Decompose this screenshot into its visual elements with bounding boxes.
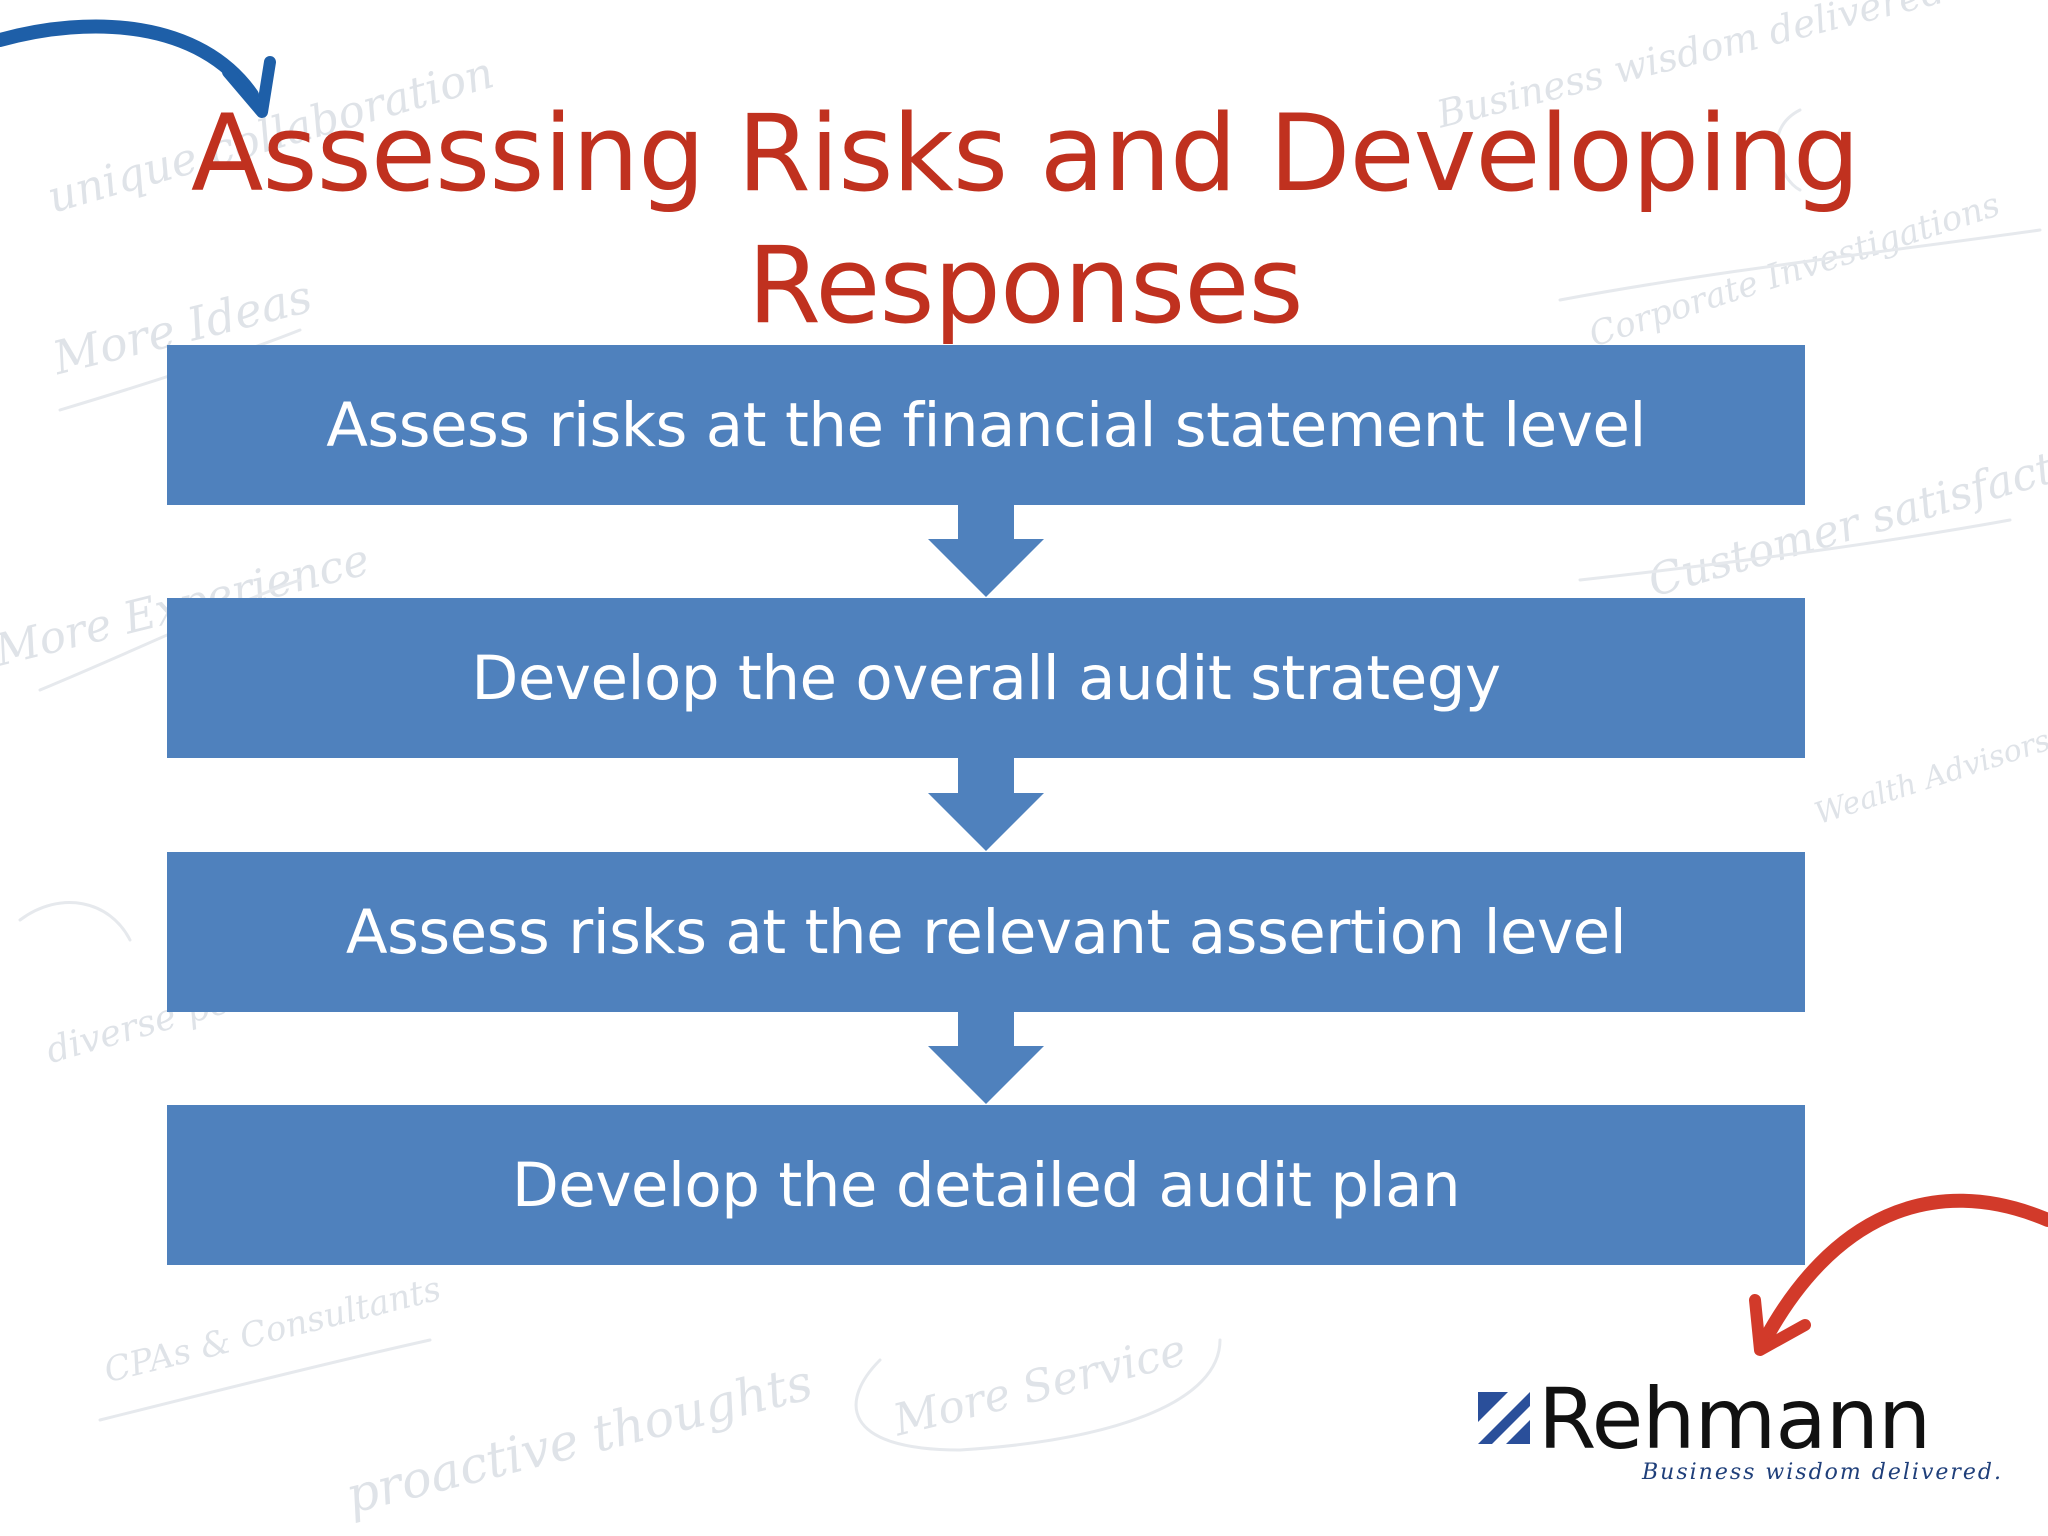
process-step-1: Assess risks at the financial statement …: [167, 345, 1805, 505]
blue-swash-arrow-icon: [0, 19, 276, 118]
process-step-2: Develop the overall audit strategy: [167, 598, 1805, 758]
company-logo: Rehmann Business wisdom delivered.: [1478, 1370, 2008, 1488]
red-swash-arrow-icon: [1749, 1193, 2048, 1356]
down-arrow-icon: [928, 1008, 1044, 1104]
down-arrow-icon: [928, 501, 1044, 597]
process-step-label: Develop the overall audit strategy: [471, 642, 1501, 714]
process-step-3: Assess risks at the relevant assertion l…: [167, 852, 1805, 1012]
process-step-label: Assess risks at the financial statement …: [326, 389, 1646, 461]
logo-tagline: Business wisdom delivered.: [1642, 1460, 2003, 1485]
process-step-label: Develop the detailed audit plan: [511, 1149, 1461, 1221]
process-step-4: Develop the detailed audit plan: [167, 1105, 1805, 1265]
logo-mark-icon: [1478, 1392, 1530, 1444]
logo-wordmark: Rehmann: [1538, 1370, 1931, 1468]
slide-title: Assessing Risks and Developing Responses: [190, 92, 1860, 347]
down-arrow-icon: [928, 755, 1044, 851]
process-step-label: Assess risks at the relevant assertion l…: [345, 896, 1627, 968]
